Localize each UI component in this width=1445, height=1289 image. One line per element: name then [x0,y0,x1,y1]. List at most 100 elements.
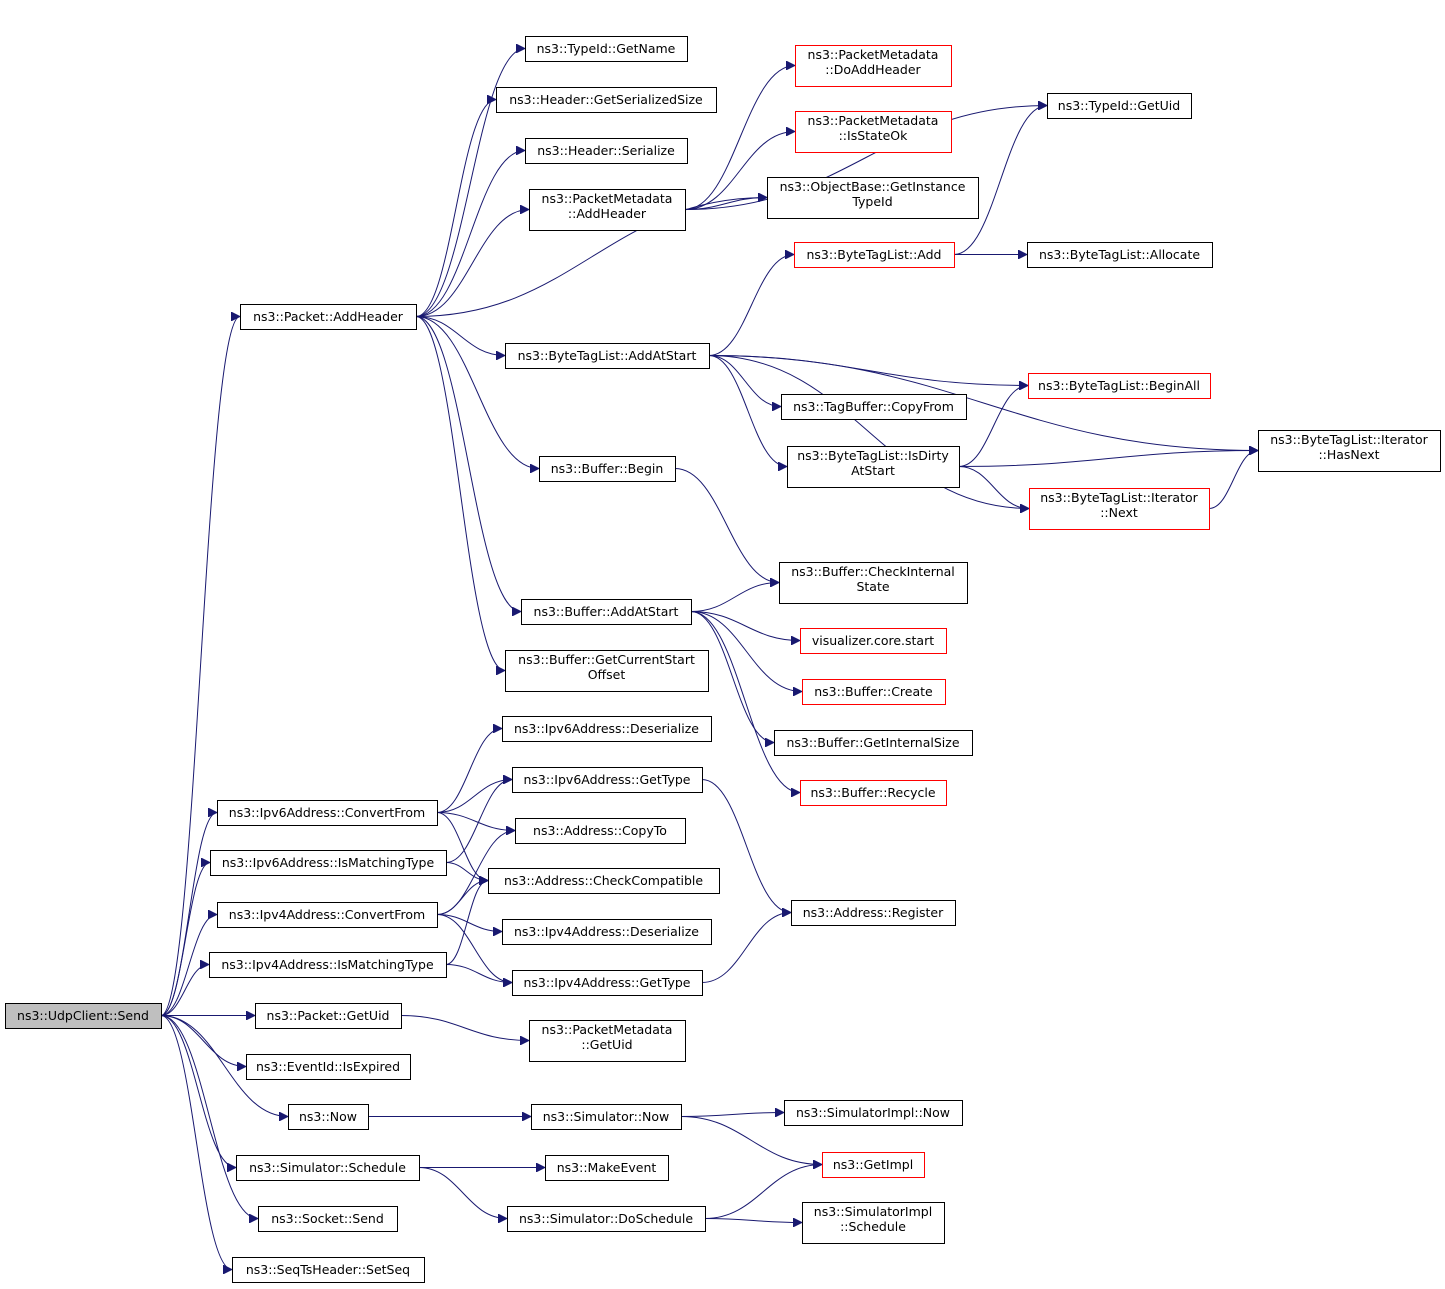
function-nodes: ns3::UdpClient::Send ns3::Packet::AddHead… [5,36,1441,1283]
function-node[interactable]: ns3::ByteTagList::Add [794,242,955,268]
function-node[interactable]: ns3::PacketMetadata::DoAddHeader [795,45,952,87]
function-node[interactable]: ns3::SeqTsHeader::SetSeq [232,1257,425,1283]
call-edge-n1-n5 [415,210,529,317]
function-node[interactable]: ns3::EventId::IsExpired [246,1054,411,1080]
function-node-box [246,1054,411,1080]
function-node[interactable]: ns3::UdpClient::Send [5,1003,162,1029]
function-node[interactable]: ns3::Ipv4Address::ConvertFrom [217,902,438,928]
function-node[interactable]: ns3::Ipv4Address::GetType [512,970,703,996]
function-node-box [512,767,703,793]
function-node[interactable]: ns3::Simulator::DoSchedule [507,1206,706,1232]
function-node[interactable]: visualizer.core.start [800,628,947,654]
function-node[interactable]: ns3::Ipv4Address::Deserialize [502,919,712,945]
function-node[interactable]: ns3::Ipv4Address::IsMatchingType [209,952,447,978]
function-node-box [507,1206,706,1232]
function-node[interactable]: ns3::Simulator::Schedule [236,1155,420,1181]
function-node-label: TypeId [851,194,892,209]
function-node-label: ::GetUid [581,1037,632,1052]
function-node[interactable]: ns3::Buffer::Begin [539,456,676,482]
function-node[interactable]: ns3::SimulatorImpl::Schedule [802,1202,945,1244]
call-edges [160,49,1259,1270]
function-node[interactable]: ns3::ByteTagList::Allocate [1027,242,1213,268]
function-node-box [240,304,417,330]
call-edge-n20-n22 [690,611,802,692]
function-node[interactable]: ns3::Buffer::GetInternalSize [774,730,973,756]
function-node-label: ns3::Socket::Send [271,1211,384,1226]
function-node-box [795,111,952,153]
function-node[interactable]: ns3::PacketMetadata::IsStateOk [795,111,952,153]
function-node[interactable]: ns3::TypeId::GetUid [1047,93,1192,119]
function-node-label: ns3::Simulator::Now [543,1109,670,1124]
function-node[interactable]: ns3::MakeEvent [545,1155,669,1181]
function-node[interactable]: ns3::Ipv6Address::GetType [512,767,703,793]
call-edge-n28-n29 [436,812,515,831]
function-node-label: ns3::ByteTagList::Allocate [1039,247,1200,262]
function-node-box [795,45,952,87]
function-node[interactable]: ns3::ByteTagList::BeginAll [1028,373,1211,399]
function-node-box [255,1003,402,1029]
function-node-box [5,1003,162,1029]
call-edge-n15-n16 [958,451,1258,467]
function-node-label: ns3::TypeId::GetUid [1058,98,1180,113]
function-node[interactable]: ns3::Ipv6Address::IsMatchingType [210,850,447,876]
function-node[interactable]: ns3::TagBuffer::CopyFrom [781,394,967,420]
function-node[interactable]: ns3::Header::GetSerializedSize [496,87,717,113]
function-node[interactable]: ns3::ByteTagList::AddAtStart [505,343,710,369]
function-node[interactable]: ns3::Address::Register [791,900,956,926]
call-edge-n0-n44 [160,1015,237,1168]
function-node[interactable]: ns3::GetImpl [822,1152,925,1178]
function-node[interactable]: ns3::Buffer::Recycle [800,780,947,806]
call-edge-n30-n31 [445,862,488,881]
call-edge-n0-n30 [160,863,211,1016]
call-edge-n0-n35 [160,965,210,1016]
function-node[interactable]: ns3::Packet::AddHeader [240,304,417,330]
call-edge-n0-n32 [160,915,218,1016]
call-edge-n12-n13 [708,355,1028,386]
function-node-label: State [856,579,889,594]
function-node[interactable]: ns3::Now [288,1104,369,1130]
function-node[interactable]: ns3::Socket::Send [258,1206,398,1232]
function-node-box [502,716,712,742]
function-node[interactable]: ns3::SimulatorImpl::Now [784,1100,963,1126]
function-node-label: ns3::Ipv6Address::Deserialize [514,721,699,736]
call-edge-n1-n2 [415,49,525,317]
function-node[interactable]: ns3::Buffer::Create [802,679,946,705]
call-edge-n0-n1 [160,317,241,1016]
function-node-box [794,242,955,268]
function-node-label: ns3::Simulator::Schedule [249,1160,406,1175]
call-edge-n1-n25 [415,316,506,671]
function-node-box [288,1104,369,1130]
function-node-box [787,446,960,488]
function-node[interactable]: ns3::Packet::GetUid [255,1003,402,1029]
function-node[interactable]: ns3::Simulator::Now [531,1104,682,1130]
function-node-label: ns3::ByteTagList::Iterator [1270,432,1428,447]
call-edge-n5-n7 [684,132,795,210]
function-node-box [521,599,692,625]
function-node-label: ns3::PacketMetadata [808,113,939,128]
call-edge-n20-n21 [690,611,800,641]
function-node[interactable]: ns3::Ipv6Address::Deserialize [502,716,712,742]
function-node[interactable]: ns3::Ipv6Address::ConvertFrom [217,800,438,826]
function-node[interactable]: ns3::Buffer::AddAtStart [521,599,692,625]
function-node-box [802,1202,945,1244]
function-node[interactable]: ns3::Header::Serialize [525,138,688,164]
function-node[interactable]: ns3::PacketMetadata::GetUid [529,1020,686,1062]
function-node-box [209,952,447,978]
call-edge-n37-n38 [400,1015,529,1041]
function-node-label: ns3::Ipv6Address::GetType [524,772,691,787]
function-node[interactable]: ns3::TypeId::GetName [525,36,688,62]
function-node[interactable]: ns3::PacketMetadata::AddHeader [529,189,686,231]
function-node[interactable]: ns3::Address::CopyTo [515,818,686,844]
function-node-label: Offset [588,667,626,682]
call-edge-n41-n43 [680,1116,822,1165]
function-node[interactable]: ns3::ByteTagList::Iterator::HasNext [1258,430,1441,472]
function-node-box [784,1100,963,1126]
function-node[interactable]: ns3::ByteTagList::Iterator::Next [1029,488,1210,530]
function-node-label: ns3::Buffer::Create [814,684,933,699]
function-node[interactable]: ns3::Address::CheckCompatible [488,868,720,894]
function-node-box [515,818,686,844]
